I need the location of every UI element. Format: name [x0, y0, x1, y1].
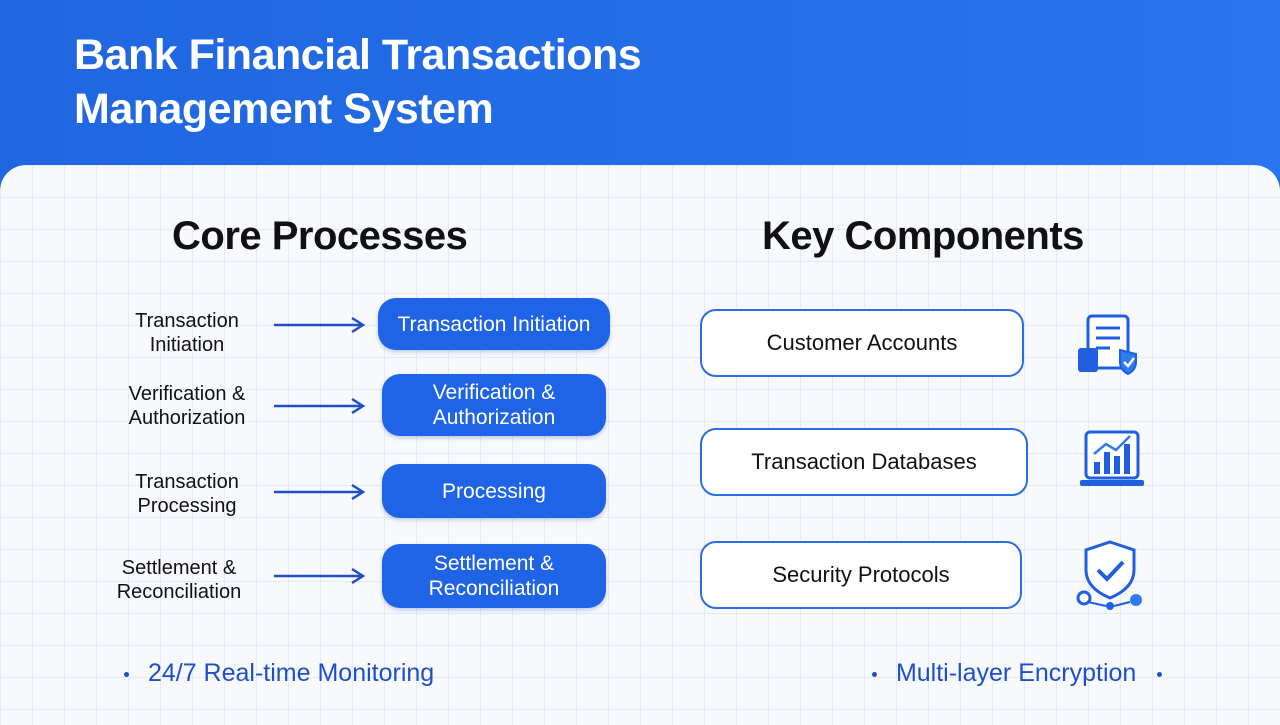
component-transaction-databases: Transaction Databases — [700, 428, 1028, 496]
step-label-initiation: Transaction Initiation — [92, 309, 282, 357]
title-line-2: Management System — [74, 85, 494, 133]
title-line-1: Bank Financial Transactions — [74, 31, 642, 79]
step-box-settlement: Settlement & Reconciliation — [382, 544, 606, 608]
bullet-icon — [1157, 671, 1163, 677]
footer-right-text: Multi-layer Encryption — [895, 659, 1137, 687]
step-box-line: Verification & — [432, 381, 556, 404]
core-processes-heading: Core Processes — [172, 214, 468, 258]
step-label-line: Authorization — [128, 407, 246, 429]
bullet-icon — [872, 671, 877, 677]
step-label-verification: Verification & Authorization — [92, 382, 282, 430]
bar-chart-monitor-icon — [1080, 430, 1144, 486]
step-box-line: Transaction Initiation — [397, 312, 591, 336]
component-label: Transaction Databases — [751, 449, 977, 474]
step-label-line: Processing — [137, 495, 237, 517]
footer-note-monitoring: 24/7 Real-time Monitoring — [124, 656, 434, 690]
footer-note-encryption: Multi-layer Encryption — [872, 656, 1163, 690]
step-box-line: Processing — [442, 479, 546, 503]
document-shield-icon — [1078, 314, 1137, 376]
step-box-initiation: Transaction Initiation — [378, 298, 610, 350]
step-box-line: Settlement & — [433, 552, 555, 575]
step-label-line: Transaction — [135, 471, 239, 493]
step-label-processing: Transaction Processing — [92, 470, 282, 518]
footer-left-text: 24/7 Real-time Monitoring — [147, 659, 435, 687]
arrow-right-icon — [274, 397, 366, 415]
component-security-protocols: Security Protocols — [700, 541, 1022, 609]
page-title: Bank Financial Transactions Management S… — [74, 28, 642, 136]
component-label: Security Protocols — [772, 562, 950, 587]
step-label-line: Settlement & — [121, 557, 237, 579]
arrow-right-icon — [274, 483, 366, 501]
content-panel — [0, 165, 1280, 725]
step-box-line: Reconciliation — [428, 577, 560, 600]
step-label-line: Verification & — [128, 383, 246, 405]
component-customer-accounts: Customer Accounts — [700, 309, 1024, 377]
bullet-icon — [124, 671, 129, 677]
step-label-line: Initiation — [149, 334, 225, 356]
step-box-verification: Verification & Authorization — [382, 374, 606, 436]
header-banner — [0, 0, 1280, 178]
step-label-settlement: Settlement & Reconciliation — [84, 556, 274, 604]
step-box-processing: Processing — [382, 464, 606, 518]
arrow-right-icon — [274, 316, 366, 334]
shield-check-icon — [1076, 540, 1142, 610]
step-box-line: Authorization — [432, 406, 556, 429]
component-label: Customer Accounts — [766, 330, 958, 355]
step-label-line: Reconciliation — [116, 581, 242, 603]
step-label-line: Transaction — [135, 310, 239, 332]
arrow-right-icon — [274, 567, 366, 585]
key-components-heading: Key Components — [762, 214, 1084, 258]
